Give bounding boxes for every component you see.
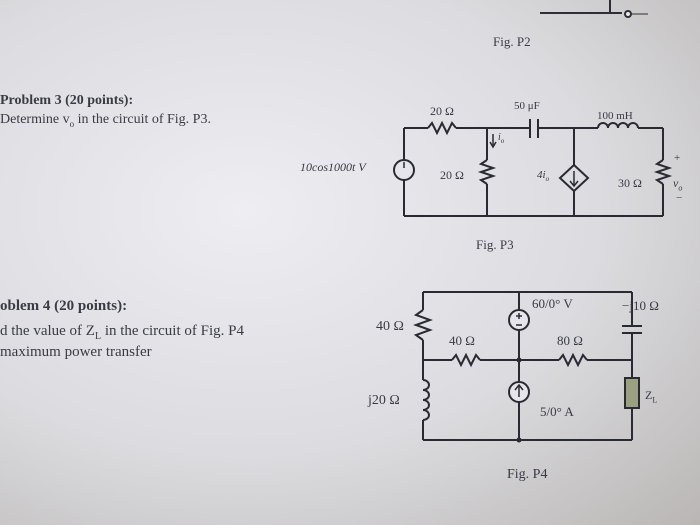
- p4-voltage-source-label: 60/0° V: [532, 296, 573, 311]
- problem3-prompt: Determine vo in the circuit of Fig. P3.: [0, 112, 211, 129]
- fig-p3-caption: Fig. P3: [476, 237, 514, 252]
- fig-p2-caption: Fig. P2: [493, 34, 531, 49]
- problem4-line1: d the value of ZL in the circuit of Fig.…: [0, 323, 244, 342]
- p3-resistor-30: 30 Ω: [618, 176, 642, 190]
- p4-resistor-80: 80 Ω: [557, 333, 583, 348]
- problem4-line2: maximum power transfer: [0, 344, 152, 360]
- p3-vo-label: vo: [673, 176, 683, 193]
- p4-current-source-label: 5/0° A: [540, 404, 574, 419]
- p4-resistor-40-left: 40 Ω: [376, 319, 404, 334]
- fig-p4-caption: Fig. P4: [507, 467, 548, 482]
- p4-capacitor-label: −j10 Ω: [622, 298, 659, 313]
- p4-inductor-j20: j20 Ω: [368, 393, 400, 408]
- p3-resistor-20-shunt: 20 Ω: [440, 168, 464, 182]
- p4-load-zl: ZL: [645, 388, 658, 405]
- problem3-title: Problem 3 (20 points):: [0, 93, 134, 108]
- p3-resistor-20-series: 20 Ω: [430, 104, 454, 118]
- p3-current-io: io: [498, 132, 505, 145]
- p3-vo-minus: −: [676, 192, 683, 204]
- p3-inductor-label: 100 mH: [597, 110, 633, 122]
- p3-dependent-source-label: 4io: [537, 169, 550, 184]
- problem4-title: oblem 4 (20 points):: [0, 298, 128, 314]
- p3-capacitor-label: 50 μF: [514, 100, 540, 112]
- p4-resistor-40-mid: 40 Ω: [449, 333, 475, 348]
- p3-source-label: 10cos1000t V: [300, 160, 366, 174]
- p3-vo-plus: +: [674, 152, 681, 164]
